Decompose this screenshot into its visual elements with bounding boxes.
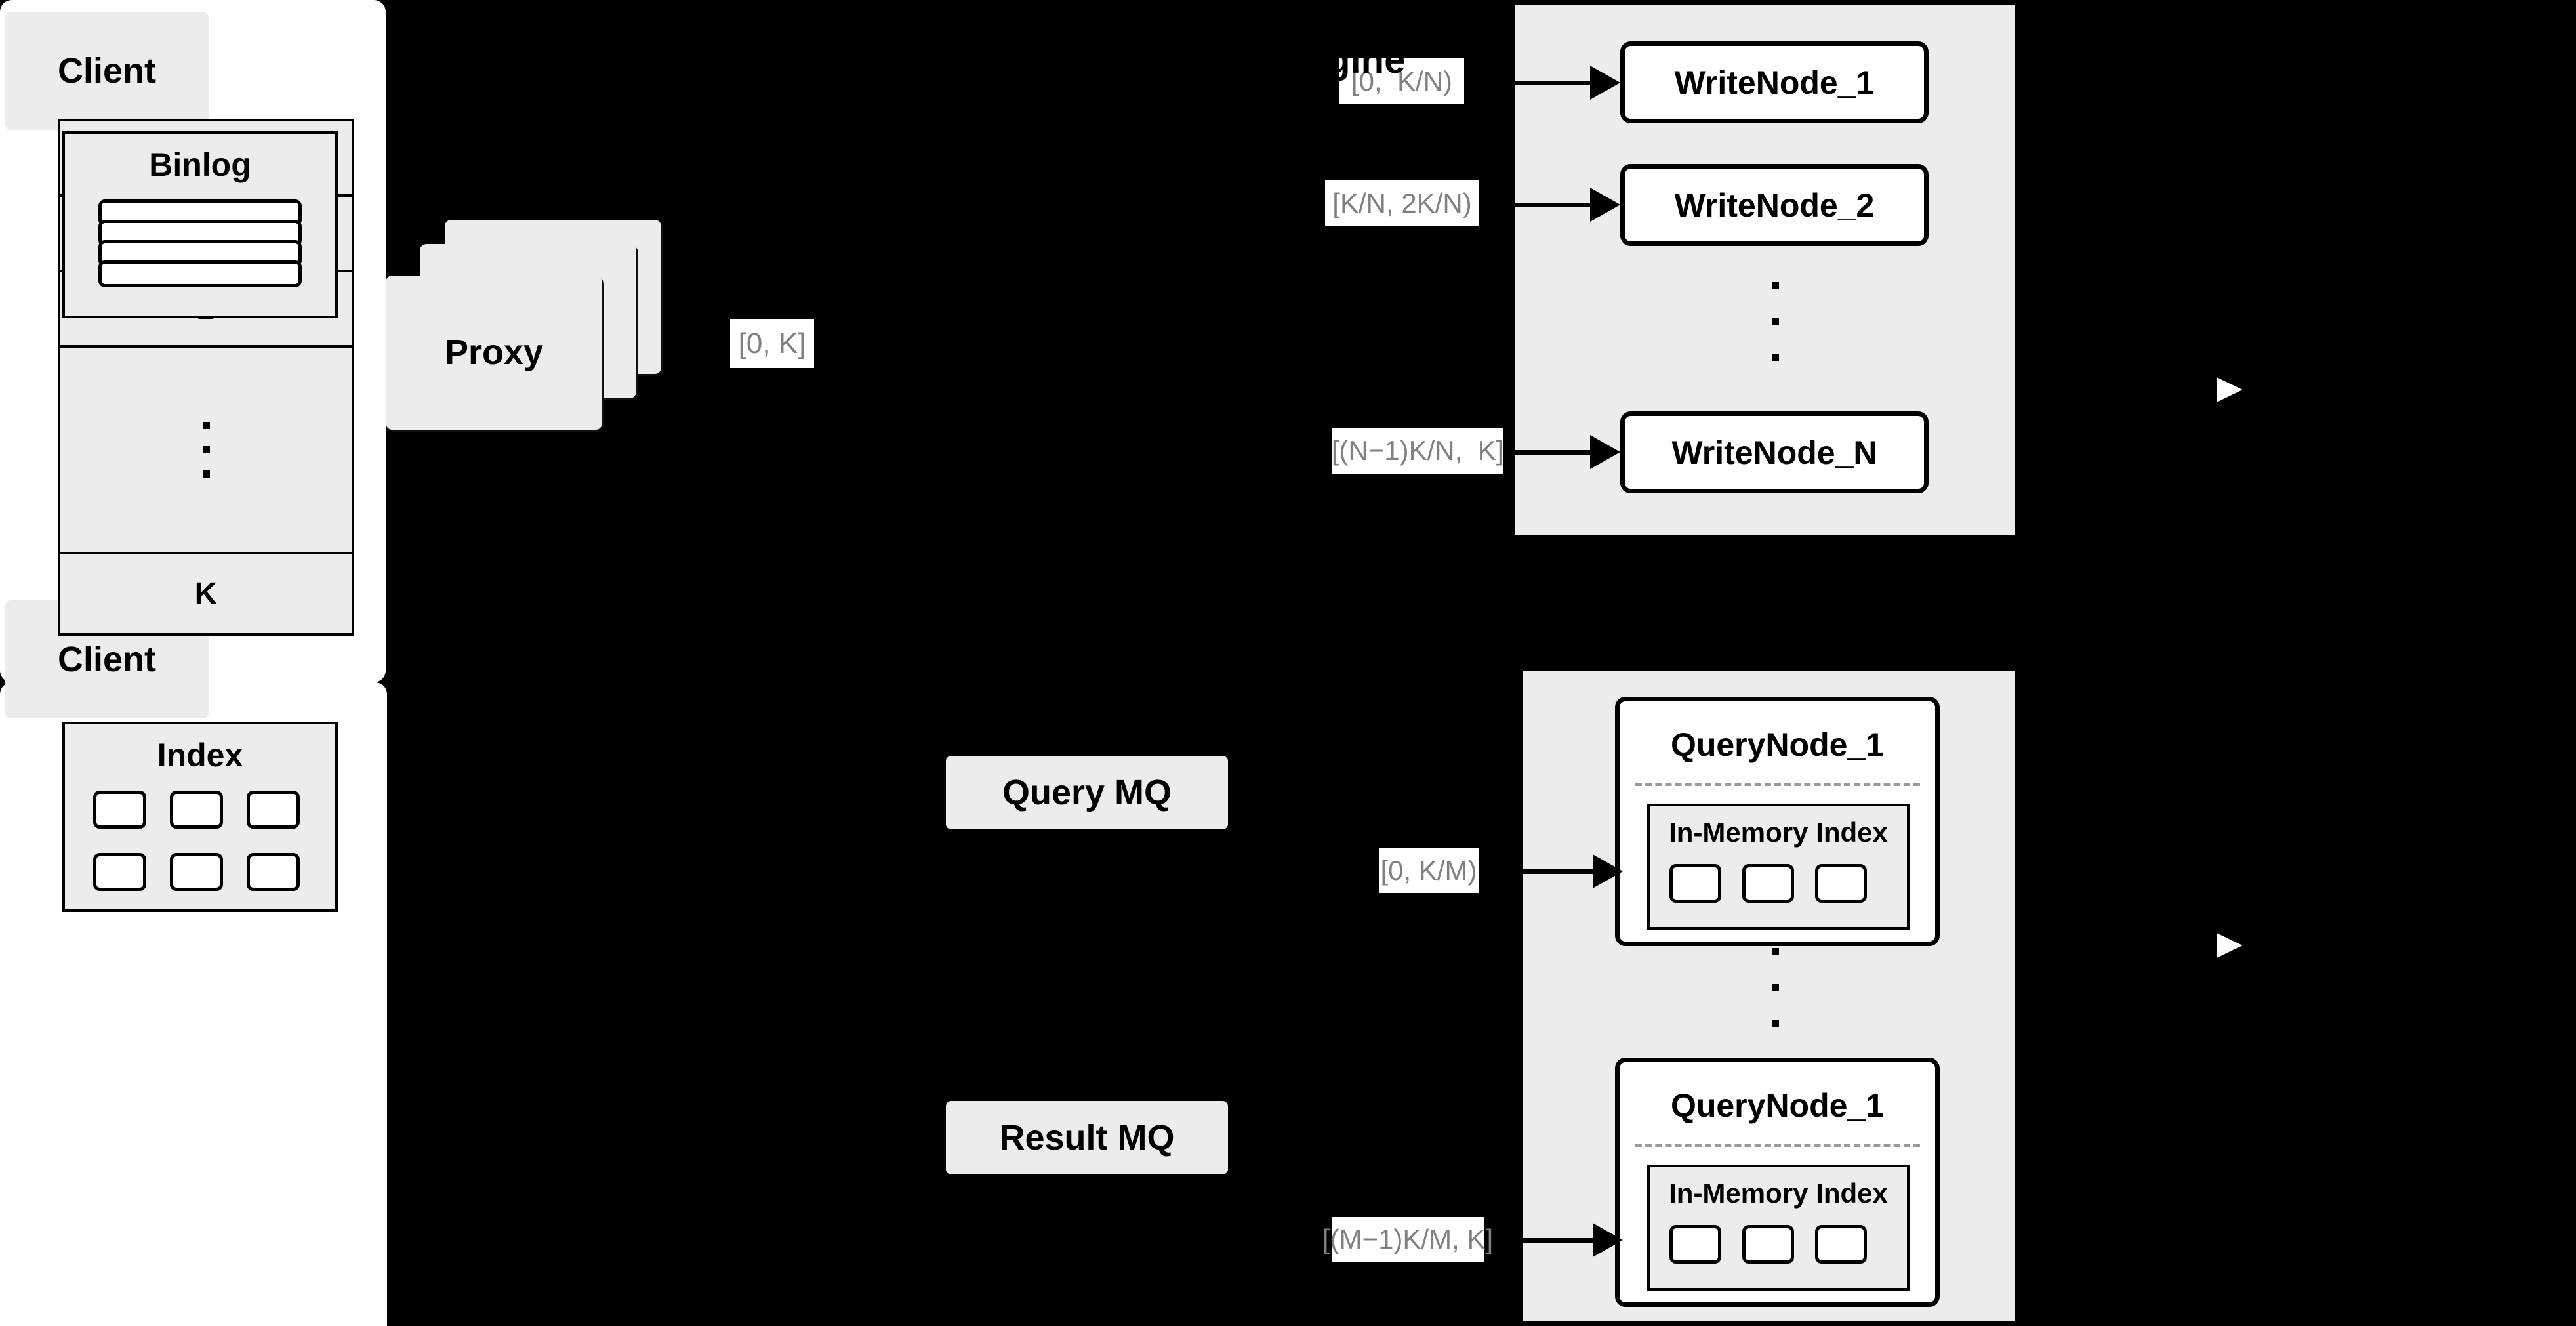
index-segment[interactable]: [1742, 1225, 1794, 1264]
query-node-2-arrow-head: [1593, 1223, 1623, 1257]
query-node-2-label: QueryNode_1: [1670, 1087, 1885, 1124]
query-mq-label: Query MQ: [1002, 772, 1172, 812]
index-segment[interactable]: [1815, 864, 1867, 903]
index-inflow-arrow-head: [2212, 925, 2253, 966]
write-node-n-label: WriteNode_N: [1671, 434, 1877, 471]
index-cell[interactable]: [170, 791, 223, 829]
write-cluster-ellipsis: [1771, 282, 1779, 361]
ellipsis-dot: [1771, 318, 1779, 325]
write-node-1-range-label: [0, K/N): [1339, 58, 1464, 104]
proxy-label: Proxy: [444, 333, 544, 373]
binlog-panel[interactable]: Binlog: [62, 131, 338, 318]
query-node-1-arrow-line: [1523, 869, 1595, 874]
ellipsis-dot: [1771, 1020, 1779, 1027]
proxy-range-label: [0, K]: [730, 319, 814, 368]
ellipsis-dot: [202, 470, 210, 478]
index-segment[interactable]: [1669, 864, 1721, 903]
index-segment[interactable]: [1815, 1225, 1867, 1264]
write-node-1-arrow-line: [1515, 81, 1593, 85]
index-label: Index: [157, 737, 243, 774]
query-node-1-range-label: [0, K/M): [1379, 848, 1479, 893]
write-node-2-box[interactable]: WriteNode_2: [1620, 164, 1929, 246]
wal-row-ellipsis: [60, 348, 352, 554]
result-mq-box[interactable]: Result MQ: [946, 1101, 1228, 1174]
ellipsis-dot: [1771, 984, 1779, 991]
index-cell[interactable]: [170, 853, 223, 891]
index-segment[interactable]: [1669, 1225, 1721, 1264]
write-node-n-range-label: [(N−1)K/N, K]: [1332, 428, 1503, 474]
query-node-1-label: QueryNode_1: [1670, 726, 1885, 763]
query-node-1-arrow-head: [1593, 854, 1623, 888]
store-engine-title: Store Engine: [1170, 39, 1406, 81]
ellipsis-dot: [1771, 948, 1779, 955]
index-cell[interactable]: [93, 791, 146, 829]
query-node-2-range-label: [(M−1)K/M, K]: [1322, 1217, 1493, 1262]
client-box-1[interactable]: Client: [5, 12, 209, 130]
query-node-1-separator: [1635, 783, 1920, 786]
ellipsis-dot: [202, 422, 210, 429]
query-node-2-arrow-line: [1523, 1238, 1595, 1243]
index-cell[interactable]: [247, 853, 300, 891]
wal-row[interactable]: K: [194, 576, 218, 611]
query-node-1-index-label: In-Memory Index: [1669, 817, 1888, 848]
query-node-2-index-panel[interactable]: In-Memory Index: [1647, 1165, 1910, 1291]
write-node-2-arrow-line: [1515, 203, 1593, 207]
query-node-1-box[interactable]: QueryNode_1 In-Memory Index: [1615, 697, 1940, 946]
query-node-2-index-label: In-Memory Index: [1669, 1178, 1888, 1209]
write-node-1-box[interactable]: WriteNode_1: [1620, 41, 1929, 123]
result-mq-label: Result MQ: [999, 1117, 1175, 1157]
client-box-2[interactable]: Client: [5, 600, 209, 718]
store-engine-panel[interactable]: Store Engine Binlog Index: [0, 39, 1405, 1326]
proxy-box[interactable]: Proxy: [386, 276, 602, 430]
index-panel[interactable]: Index: [62, 722, 338, 912]
wal-title: WAL: [1242, 35, 1334, 80]
ellipsis-dot: [1771, 354, 1779, 361]
query-mq-box[interactable]: Query MQ: [946, 756, 1228, 829]
index-inflow-arrow-line: [2186, 943, 2216, 947]
binlog-inflow-arrow-line: [2186, 387, 2216, 392]
query-node-2-separator: [1635, 1144, 1920, 1147]
query-cluster-ellipsis: [1771, 948, 1779, 1027]
index-segment[interactable]: [1742, 864, 1794, 903]
write-node-1-arrow-head: [1590, 66, 1620, 100]
write-node-n-arrow-head: [1590, 435, 1620, 469]
index-cell[interactable]: [93, 853, 146, 891]
write-node-n-box[interactable]: WriteNode_N: [1620, 411, 1929, 493]
client-label-1: Client: [57, 51, 156, 91]
index-cell[interactable]: [247, 791, 300, 829]
write-node-1-label: WriteNode_1: [1674, 64, 1875, 101]
write-node-2-range-label: [K/N, 2K/N): [1325, 180, 1479, 226]
ellipsis-dot: [202, 446, 210, 453]
binlog-row[interactable]: [98, 260, 302, 287]
client-label-2: Client: [57, 639, 156, 679]
ellipsis-dot: [1771, 282, 1779, 289]
binlog-inflow-arrow-head: [2212, 369, 2253, 410]
write-node-2-arrow-head: [1590, 188, 1620, 222]
write-node-n-arrow-line: [1515, 450, 1593, 455]
write-node-2-label: WriteNode_2: [1674, 186, 1875, 224]
query-node-2-box[interactable]: QueryNode_1 In-Memory Index: [1615, 1058, 1940, 1307]
query-node-1-index-panel[interactable]: In-Memory Index: [1647, 804, 1910, 930]
binlog-label: Binlog: [149, 146, 251, 183]
